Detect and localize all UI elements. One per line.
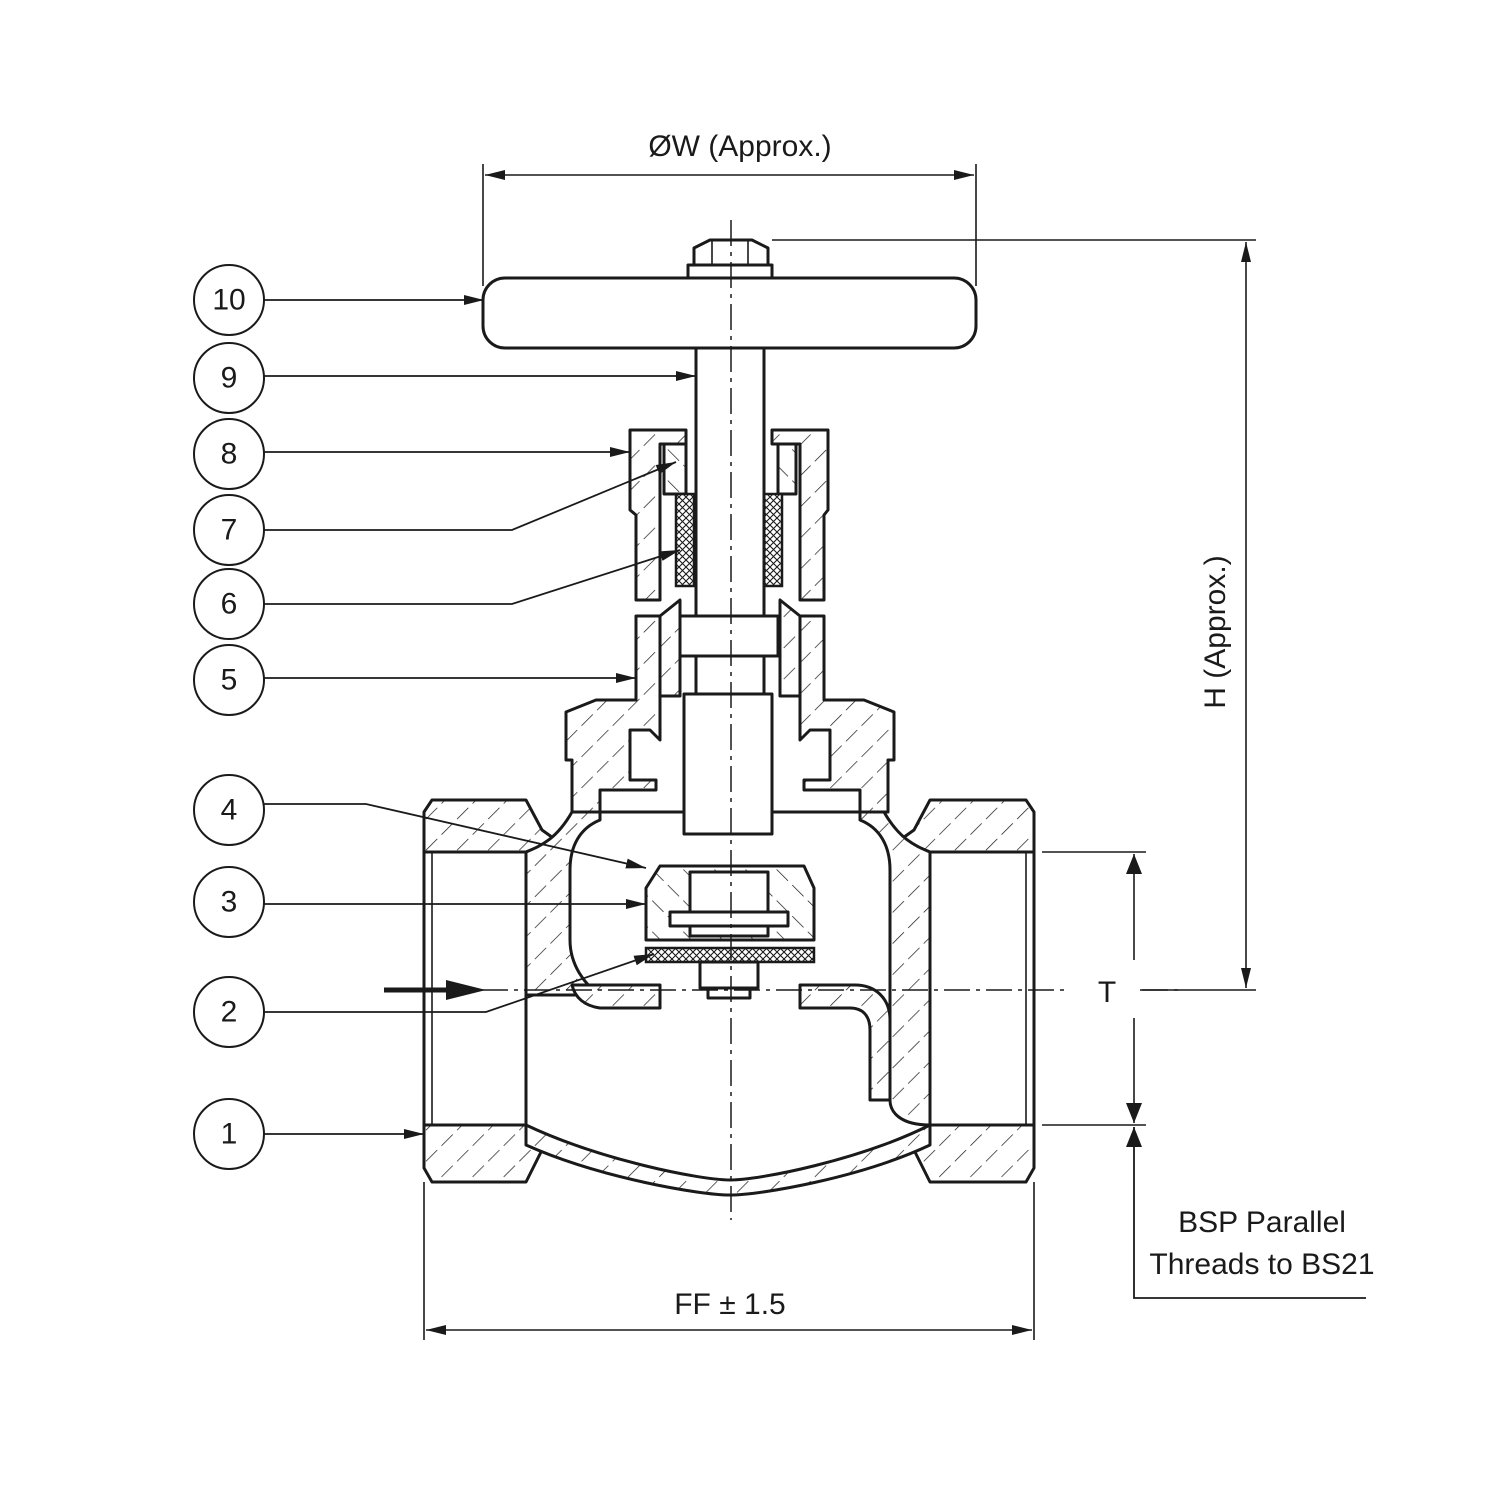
thread-note: BSP Parallel Threads to BS21 [1126,1127,1375,1299]
callout-bubble-10: 10 [193,264,265,336]
gland-nut [628,428,830,602]
callout-bubble-1: 1 [193,1098,265,1170]
dimension-t: T [1042,851,1146,1126]
callout-leaders [264,295,696,1139]
dimension-w-label: ØW (Approx.) [648,130,831,163]
callout-bubble-3: 3 [193,866,265,938]
callout-number: 3 [221,886,238,919]
flow-direction-arrow [384,980,486,1000]
callout-bubble-7: 7 [193,494,265,566]
bonnet [564,598,896,814]
packing [674,492,784,588]
callout-bubble-5: 5 [193,644,265,716]
disc-assembly [644,864,816,1000]
dimension-h: H (Approx.) [772,239,1256,991]
callout-number: 4 [221,794,238,827]
callout-number: 10 [212,284,245,317]
stem [678,342,780,836]
callout-bubble-4: 4 [193,774,265,846]
callout-number: 2 [221,996,238,1029]
callout-bubble-6: 6 [193,568,265,640]
thread-note-line2: Threads to BS21 [1149,1248,1374,1281]
thread-note-line1: BSP Parallel [1178,1206,1346,1239]
callout-bubble-2: 2 [193,976,265,1048]
dimension-ff-label: FF ± 1.5 [674,1288,786,1321]
callout-number: 8 [221,438,238,471]
callout-bubble-9: 9 [193,342,265,414]
dimension-w: ØW (Approx.) [482,130,977,286]
callout-number: 6 [221,588,238,621]
dimension-h-label: H (Approx.) [1199,555,1232,708]
callout-number: 9 [221,362,238,395]
callout-number: 7 [221,514,238,547]
callout-number: 1 [221,1118,238,1151]
callout-number: 5 [221,664,238,697]
handwheel [481,238,978,350]
callout-bubble-8: 8 [193,418,265,490]
dimension-ff: FF ± 1.5 [423,1182,1035,1340]
dimension-t-label: T [1098,976,1116,1009]
